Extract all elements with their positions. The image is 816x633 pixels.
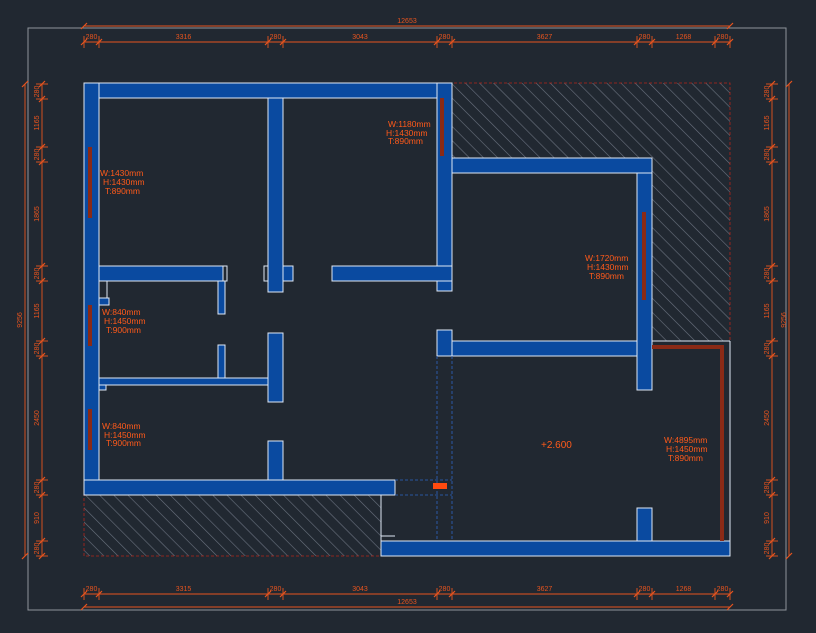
dimension-value: 280 xyxy=(764,482,771,494)
dimension-value: 1165 xyxy=(764,115,771,130)
window-6-width: W:4895mm xyxy=(664,435,707,445)
dimension-total: 9256 xyxy=(781,312,788,328)
dimension-value: 1165 xyxy=(34,115,41,130)
dimension-value: 280 xyxy=(34,343,41,355)
dimension-value: 910 xyxy=(764,512,771,524)
dimension-value: 2450 xyxy=(34,410,41,426)
dimension-value: 280 xyxy=(34,482,41,494)
dimension-value: 280 xyxy=(764,268,771,280)
dimension-tick xyxy=(785,552,793,560)
hatched-areas xyxy=(83,82,731,557)
dimension-value: 280 xyxy=(86,34,98,41)
window-5-width: W:840mm xyxy=(102,421,141,431)
dimension-value: 280 xyxy=(270,34,282,41)
dimension-value: 280 xyxy=(34,543,41,555)
window-3-width: W:1720mm xyxy=(585,253,628,263)
window-4-thickness: T:900mm xyxy=(106,325,141,335)
outline-lines xyxy=(98,265,731,541)
dimension-value: 280 xyxy=(270,586,282,593)
dimension-value: 1165 xyxy=(34,303,41,318)
window-2-height: H:1430mm xyxy=(103,177,145,187)
dimension-value: 280 xyxy=(639,586,651,593)
window-labels: W:1180mm H:1430mm T:890mm W:1430mm H:143… xyxy=(100,119,708,463)
dimension-value: 3043 xyxy=(352,34,368,41)
window-3-thickness: T:890mm xyxy=(589,271,624,281)
dimension-value: 910 xyxy=(34,512,41,524)
window-4-width: W:840mm xyxy=(102,307,141,317)
opening-lines xyxy=(395,356,453,541)
dimension-value: 1268 xyxy=(676,34,692,41)
dimension-value: 3315 xyxy=(176,586,192,593)
window-5-thickness: T:900mm xyxy=(106,438,141,448)
dimension-tick xyxy=(726,603,734,611)
window-6-height: H:1450mm xyxy=(666,444,708,454)
dimension-value: 280 xyxy=(764,86,771,98)
dimension-tick xyxy=(21,80,29,88)
window-1-height: H:1430mm xyxy=(386,128,428,138)
dimension-value: 280 xyxy=(86,586,98,593)
dimension-value: 280 xyxy=(439,34,451,41)
dimension-value: 280 xyxy=(34,86,41,98)
window-1-thickness: T:890mm xyxy=(388,136,423,146)
dimension-value: 280 xyxy=(764,343,771,355)
dimension-value: 280 xyxy=(439,586,451,593)
dimension-value: 280 xyxy=(34,149,41,161)
dimension-value: 1865 xyxy=(34,206,41,222)
dimension-value: 280 xyxy=(34,268,41,280)
dimension-total: 12653 xyxy=(397,18,417,25)
dimension-tick xyxy=(80,22,88,30)
dimension-total: 9256 xyxy=(17,312,24,328)
dimension-value: 3043 xyxy=(352,586,368,593)
door-marker xyxy=(433,483,447,489)
dimension-value: 280 xyxy=(764,149,771,161)
dimension-value: 3627 xyxy=(537,34,553,41)
elevation-label: +2.600 xyxy=(541,440,572,451)
dimension-value: 280 xyxy=(717,34,729,41)
walls xyxy=(83,82,731,557)
window-markers xyxy=(88,98,724,541)
window-1-width: W:1180mm xyxy=(388,119,431,129)
dimension-value: 280 xyxy=(764,543,771,555)
window-5-height: H:1450mm xyxy=(104,430,146,440)
dimension-tick xyxy=(21,552,29,560)
window-2-thickness: T:890mm xyxy=(105,186,140,196)
dimension-tick xyxy=(726,22,734,30)
dimension-value: 1865 xyxy=(764,206,771,222)
dimension-value: 3627 xyxy=(537,586,553,593)
dimension-tick xyxy=(785,80,793,88)
dimension-value: 1165 xyxy=(764,303,771,318)
window-2-width: W:1430mm xyxy=(100,168,143,178)
dimension-value: 280 xyxy=(639,34,651,41)
dimension-value: 1268 xyxy=(676,586,692,593)
dimension-value: 3316 xyxy=(176,34,192,41)
dimension-tick xyxy=(80,603,88,611)
dimension-total: 12653 xyxy=(397,599,417,606)
window-6-thickness: T:890mm xyxy=(668,453,703,463)
dimension-value: 2450 xyxy=(764,410,771,426)
window-4-height: H:1450mm xyxy=(104,316,146,326)
window-3-height: H:1430mm xyxy=(587,262,629,272)
drawing-frame xyxy=(27,27,787,611)
dimension-lines: 280 3316 280 3043 280 3627 280 1268 280 12653 280 3… xyxy=(17,18,793,611)
dimension-value: 280 xyxy=(717,586,729,593)
